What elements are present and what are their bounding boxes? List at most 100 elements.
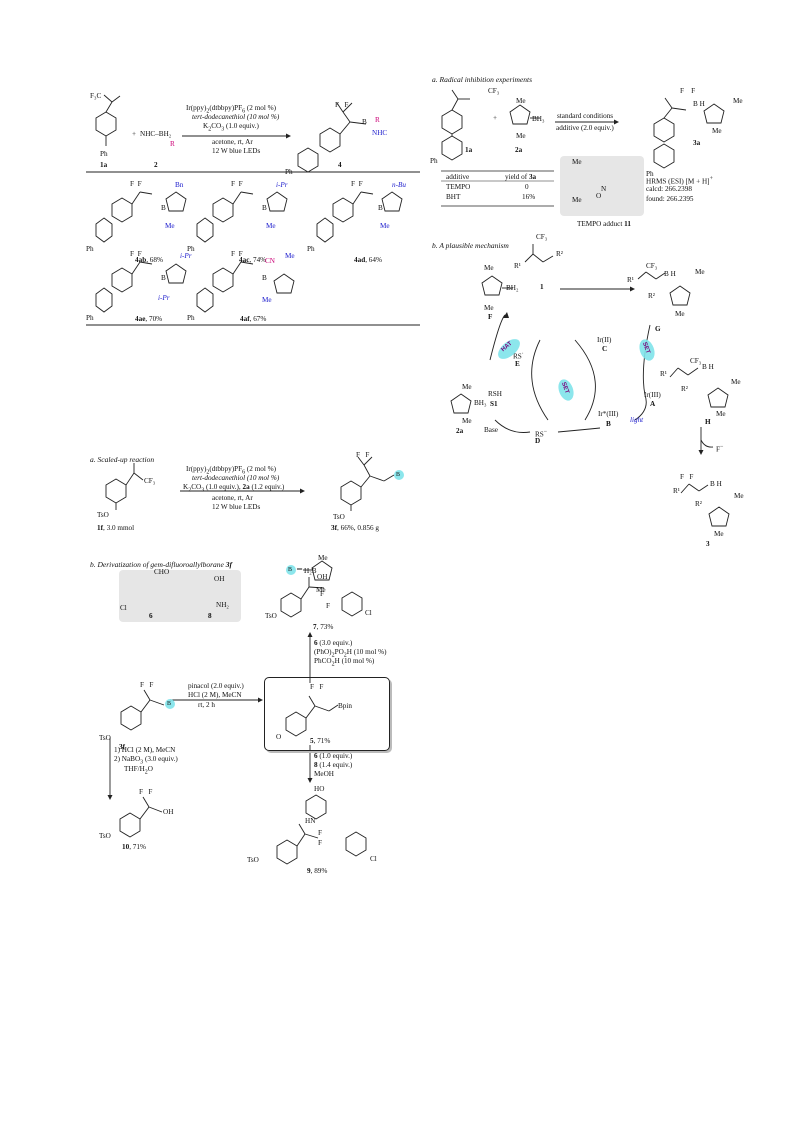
product-9-caption: 9, 89% — [307, 867, 328, 875]
substituent-label: i-Pr — [158, 294, 170, 302]
ph-label-1a: Ph — [430, 157, 438, 165]
product-4ae-caption: 4ae, 70% — [135, 315, 163, 323]
me-label: Me — [462, 383, 472, 391]
scaleup-cond-catalyst: Ir(ppy)2(dtbbpy)PF6 (2 mol %) — [186, 465, 277, 476]
r2-label: R² — [695, 500, 702, 508]
radical-inhibition-heading: a. Radical inhibition experiments — [432, 75, 532, 84]
compound-3f-structure — [340, 456, 395, 511]
bh-label: B H — [664, 270, 676, 278]
ph-label: Ph — [285, 168, 293, 176]
ph-label: Ph — [307, 245, 315, 253]
nhc-label: NHC — [372, 129, 388, 137]
mech-cycle-right — [574, 339, 596, 421]
r1-label: R¹ — [514, 262, 521, 270]
cf3-label: CF₃ — [536, 233, 548, 241]
tso-label: TsO — [97, 511, 109, 519]
bh-label: B — [161, 204, 166, 212]
me-label: Me — [262, 296, 272, 304]
down-cond-1: 6 (1.0 equiv.) — [314, 752, 353, 760]
me-label: Me — [731, 378, 741, 386]
me-label: Me — [165, 222, 175, 230]
n-label: N — [601, 185, 607, 193]
me-label: Me — [734, 492, 744, 500]
intermediate-C: C — [602, 345, 608, 353]
cl-label: Cl — [370, 855, 377, 863]
compound-2a-structure — [509, 104, 540, 125]
mech-arrow-G-to-H — [642, 324, 651, 396]
step1-cond-1: pinacol (2.0 equiv.) — [188, 682, 244, 690]
base-label: Base — [484, 426, 498, 434]
up-cond-1: 6 (3.0 equiv.) — [314, 639, 353, 647]
hrms-label: HRMS (ESI) [M + H]+ — [646, 176, 713, 186]
cl-label: Cl — [365, 609, 372, 617]
r-label: R — [170, 140, 175, 148]
scaleup-cond-base: K2CO3 (1.0 equiv.), 2a (1.2 equiv.) — [183, 483, 285, 494]
oh-label: OH — [214, 575, 225, 583]
scaleup-cond-light: 12 W blue LEDs — [212, 503, 261, 511]
f-labels: F F — [335, 101, 349, 109]
f-label: F — [318, 829, 322, 837]
intermediate-H: H — [705, 418, 711, 426]
me-label: Me — [380, 222, 390, 230]
hrms-calcd: calcd: 266.2398 — [646, 185, 692, 193]
cond-base: K2CO3 (1.0 equiv.) — [203, 122, 259, 133]
me-label: Me — [714, 530, 724, 538]
up-cond-3: PhCO2H (10 mol %) — [314, 657, 375, 668]
deriv-structures — [119, 560, 367, 865]
me-label: Me — [716, 410, 726, 418]
boron-marker — [394, 470, 404, 480]
ox-cond-1: 1) HCl (2 M), MeCN — [114, 746, 176, 754]
compound-1a-left-structure — [95, 94, 121, 146]
r2-label: R² — [681, 385, 688, 393]
label-2a: 2a — [515, 146, 523, 154]
o-label: O — [596, 192, 602, 200]
label-4: 4 — [338, 161, 342, 169]
step1-cond-3: rt, 2 h — [198, 701, 215, 709]
label-1a: 1a — [465, 146, 473, 154]
bh-label: B H — [702, 363, 714, 371]
cf3-label-1a: CF₃ — [488, 87, 500, 95]
r2-label: R² — [556, 250, 563, 258]
boron-marker — [165, 699, 175, 709]
r-label: R — [375, 116, 380, 124]
compound-1a-structure — [441, 89, 470, 161]
rsh-label: RSH — [488, 390, 502, 398]
f-labels-3a: F F — [680, 87, 696, 95]
f-label: F — [326, 602, 330, 610]
mechanism-structures — [450, 244, 730, 527]
substituent-label: Bn — [175, 181, 184, 189]
substituent-label: i-Pr — [180, 252, 192, 260]
table-cell: BHT — [446, 193, 461, 201]
product-grid-structures — [95, 191, 403, 313]
species-S1: S1 — [490, 400, 498, 408]
substituent-label: i-Pr — [276, 181, 288, 189]
compound-5-box — [264, 677, 390, 751]
bh-label: B — [161, 274, 166, 282]
f-labels: F F — [139, 788, 153, 796]
me-label: Me — [733, 97, 743, 105]
compound-2a: 2a — [456, 427, 464, 435]
oh-label: OH — [317, 573, 328, 581]
ph-label: Ph — [100, 150, 108, 158]
table-cell: TEMPO — [446, 183, 471, 191]
f-labels: F F — [130, 250, 142, 258]
tso-label: TsO — [265, 612, 277, 620]
reagent-8: 8 — [208, 612, 212, 620]
plus-sign: + — [132, 130, 137, 138]
bpin-label: Bpin — [338, 702, 352, 710]
mechanism-heading: b. A plausible mechanism — [432, 241, 509, 250]
me-label: Me — [695, 268, 705, 276]
f-labels: F F — [140, 681, 154, 689]
boron-marker-letter: B — [288, 567, 293, 573]
deriv-heading: b. Derivatization of gem-difluoroallylbo… — [90, 560, 233, 569]
bh2-label: BH₂ — [506, 284, 519, 292]
bh-label: B — [262, 204, 267, 212]
cond-thiol: tert-dodecanethiol (10 mol %) — [192, 113, 280, 121]
ox-cond-3: THF/H2O — [124, 765, 153, 776]
nhc-borane-label: NHC–BH₂ — [140, 130, 172, 138]
label-3a: 3a — [693, 139, 701, 147]
scaleup-sm-caption: 1f, 3.0 mmol — [97, 524, 135, 532]
cf3-label: CF₃ — [144, 477, 156, 485]
f-label: F — [320, 590, 324, 598]
nh2-label: NH₂ — [216, 601, 229, 609]
